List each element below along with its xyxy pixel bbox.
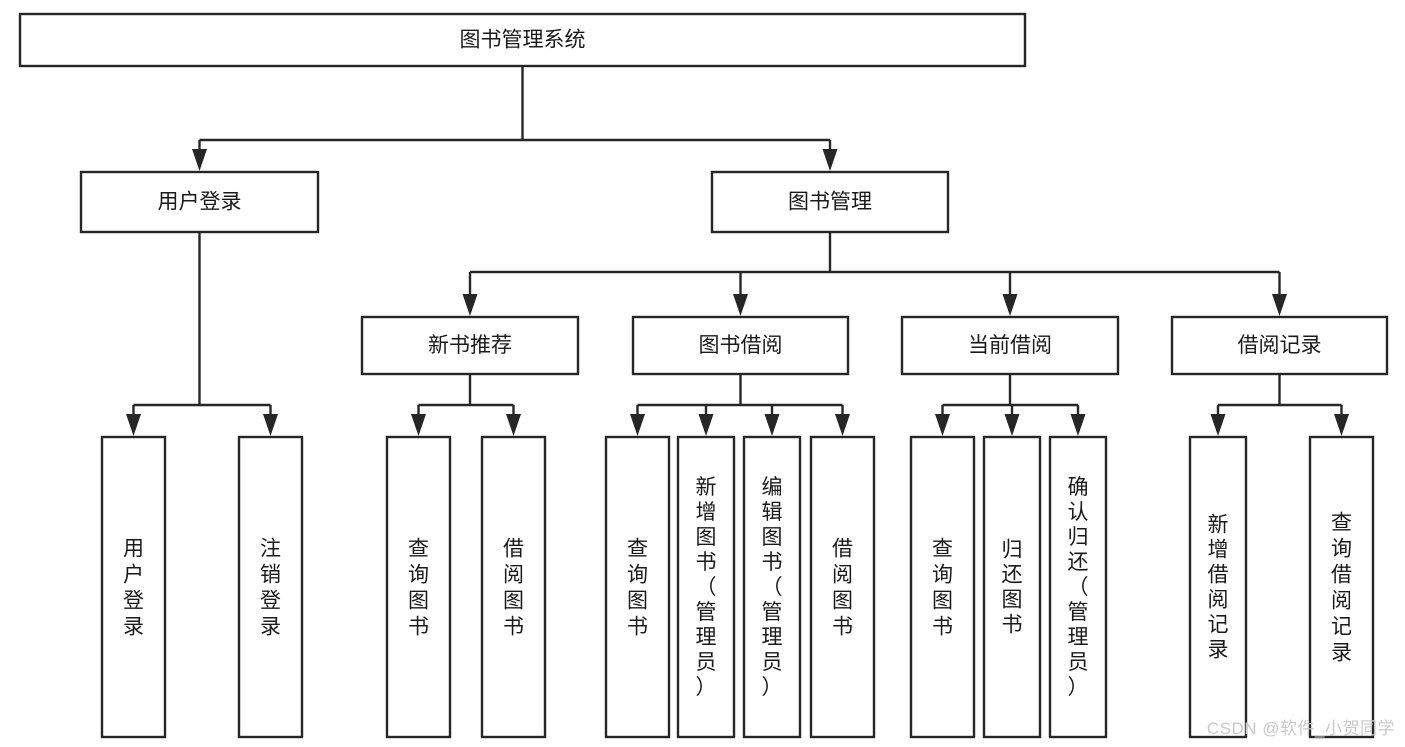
node-leaf-return-book[interactable]: 归还图书 <box>982 435 1042 739</box>
node-leaf-user-login[interactable]: 用户登录 <box>100 435 167 739</box>
node-book-borrow[interactable]: 图书借阅 <box>631 315 850 376</box>
node-box[interactable] <box>1048 435 1108 739</box>
node-box[interactable] <box>742 435 802 739</box>
node-label: 用户登录 <box>158 191 242 214</box>
arrow-head-icon <box>698 414 714 436</box>
node-leaf-query-record[interactable]: 查询借阅记录 <box>1308 435 1375 739</box>
node-label: 新增借阅记录 <box>1208 514 1229 662</box>
node-book-manage[interactable]: 图书管理 <box>710 170 950 234</box>
node-label: 当前借阅 <box>968 334 1052 357</box>
node-box[interactable] <box>1308 435 1375 739</box>
connector-group-user-login <box>126 232 278 436</box>
arrow-head-icon <box>192 149 207 171</box>
node-label: 图书管理系统 <box>460 29 586 52</box>
arrow-head-icon <box>1002 294 1018 316</box>
node-label: 新书推荐 <box>428 334 512 357</box>
connector-layer <box>126 66 1349 436</box>
node-box[interactable] <box>631 315 850 376</box>
node-leaf-logout[interactable]: 注销登录 <box>237 435 304 739</box>
node-label: 查询图书 <box>627 537 648 638</box>
node-borrow-record[interactable]: 借阅记录 <box>1170 315 1389 376</box>
arrow-head-icon <box>935 414 950 436</box>
node-leaf-borrow-book-1[interactable]: 借阅图书 <box>480 435 547 739</box>
node-box[interactable] <box>809 435 876 739</box>
node-box[interactable] <box>604 435 671 739</box>
node-leaf-query-book-1[interactable]: 查询图书 <box>385 435 452 739</box>
node-label: 新增图书（管理员） <box>696 476 717 699</box>
node-box[interactable] <box>385 435 452 739</box>
arrow-head-icon <box>1210 414 1226 436</box>
node-box[interactable] <box>1188 435 1248 739</box>
arrow-head-icon <box>506 414 521 436</box>
arrow-head-icon <box>1272 294 1287 316</box>
node-leaf-add-record[interactable]: 新增借阅记录 <box>1188 435 1248 739</box>
node-new-book-rec[interactable]: 新书推荐 <box>360 315 580 376</box>
node-box[interactable] <box>676 435 736 739</box>
node-leaf-confirm-return[interactable]: 确认归还（管理员） <box>1048 435 1108 739</box>
connector-group-book-borrow <box>630 374 850 436</box>
node-box[interactable] <box>79 170 320 234</box>
node-label: 借阅记录 <box>1238 334 1322 357</box>
node-box[interactable] <box>909 435 976 739</box>
node-leaf-query-book-2[interactable]: 查询图书 <box>604 435 671 739</box>
arrow-head-icon <box>1334 414 1349 436</box>
connector-group-root <box>192 66 838 171</box>
arrow-head-icon <box>822 149 838 171</box>
arrow-head-icon <box>1004 414 1020 436</box>
node-user-login[interactable]: 用户登录 <box>79 170 320 234</box>
arrow-head-icon <box>411 414 426 436</box>
node-root[interactable]: 图书管理系统 <box>18 12 1027 68</box>
node-label: 借阅图书 <box>832 537 853 638</box>
arrow-head-icon <box>462 294 478 316</box>
arrow-head-icon <box>126 414 141 436</box>
node-box[interactable] <box>18 12 1027 68</box>
node-box[interactable] <box>100 435 167 739</box>
node-label: 查询图书 <box>932 537 953 638</box>
node-label: 查询图书 <box>408 537 429 638</box>
node-leaf-edit-book[interactable]: 编辑图书（管理员） <box>742 435 802 739</box>
connector-group-borrow-record <box>1210 374 1349 436</box>
node-box[interactable] <box>710 170 950 234</box>
node-box[interactable] <box>982 435 1042 739</box>
node-label: 编辑图书（管理员） <box>762 476 783 699</box>
node-label: 查询借阅记录 <box>1331 511 1352 664</box>
node-label: 图书借阅 <box>699 334 783 357</box>
arrow-head-icon <box>630 414 645 436</box>
node-label: 归还图书 <box>1002 539 1023 637</box>
arrow-head-icon <box>263 414 278 436</box>
node-label: 借阅图书 <box>503 537 524 638</box>
node-label: 确认归还（管理员） <box>1068 476 1089 699</box>
arrow-head-icon <box>1070 414 1086 436</box>
node-label: 图书管理 <box>788 191 872 214</box>
connector-group-book-manage <box>462 232 1287 316</box>
node-current-borrow[interactable]: 当前借阅 <box>900 315 1120 376</box>
node-layer: 图书管理系统用户登录图书管理新书推荐图书借阅当前借阅借阅记录用户登录注销登录查询… <box>18 12 1389 739</box>
node-box[interactable] <box>480 435 547 739</box>
node-box[interactable] <box>360 315 580 376</box>
node-leaf-query-book-3[interactable]: 查询图书 <box>909 435 976 739</box>
node-box[interactable] <box>1170 315 1389 376</box>
arrow-head-icon <box>764 414 780 436</box>
node-label: 注销登录 <box>260 537 281 638</box>
arrow-head-icon <box>835 414 850 436</box>
connector-group-new-book-rec <box>411 374 521 436</box>
node-box[interactable] <box>237 435 304 739</box>
arrow-head-icon <box>733 294 748 316</box>
node-leaf-borrow-book-2[interactable]: 借阅图书 <box>809 435 876 739</box>
node-leaf-add-book[interactable]: 新增图书（管理员） <box>676 435 736 739</box>
node-label: 用户登录 <box>123 537 144 638</box>
connector-group-current-borrow <box>935 374 1086 436</box>
node-box[interactable] <box>900 315 1120 376</box>
